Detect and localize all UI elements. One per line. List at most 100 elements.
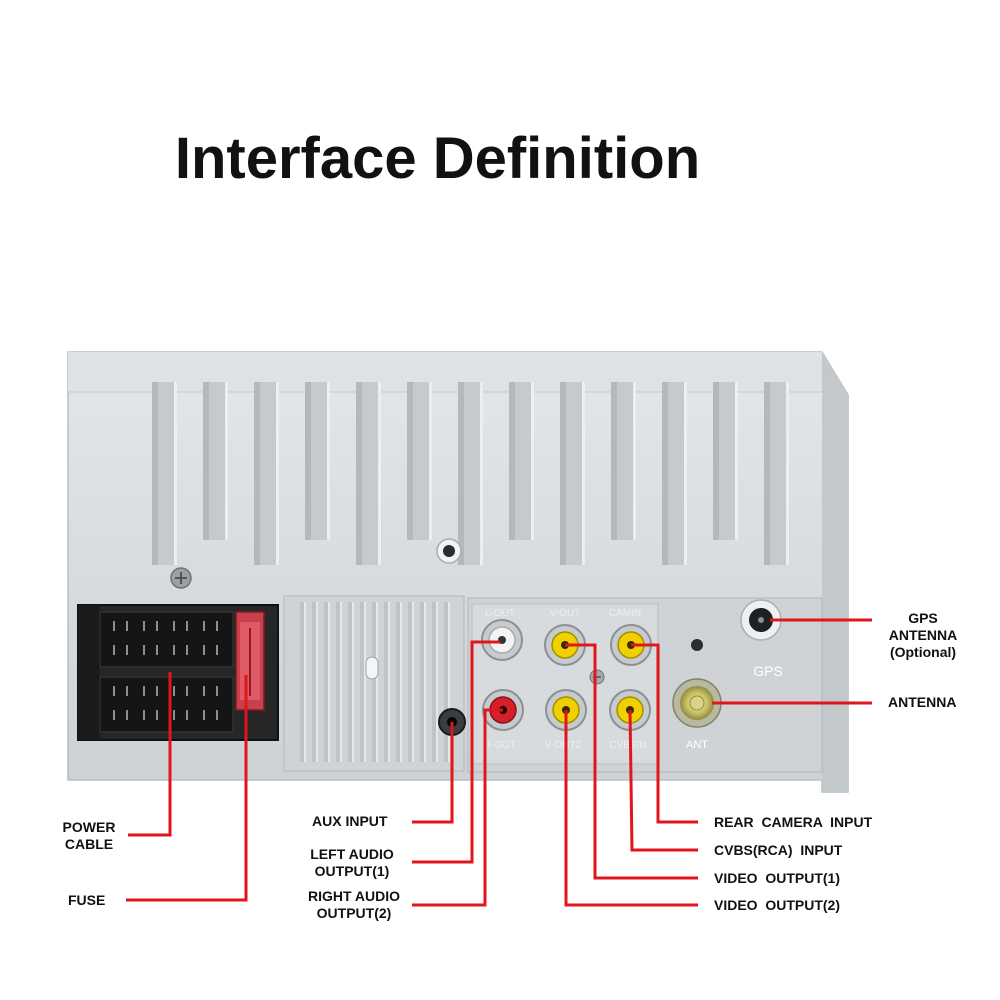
fin-highlight — [225, 382, 228, 540]
connector-pin — [126, 621, 128, 631]
fin-shadow — [254, 382, 260, 565]
vent-slot-highlight — [352, 602, 354, 762]
fin-highlight — [480, 382, 483, 565]
connector-pin — [143, 710, 145, 720]
fin-shadow — [152, 382, 158, 565]
connector-pin — [156, 645, 158, 655]
label-video-output-2: VIDEO OUTPUT(2) — [714, 897, 841, 913]
rca-jack-cam-in — [610, 624, 652, 666]
vent-slot — [396, 602, 400, 762]
leader-video-1 — [565, 643, 698, 880]
connector-pin — [216, 686, 218, 696]
label-power-cable: POWER CABLE — [62, 819, 116, 852]
label-left-audio: LEFT AUDIO OUTPUT(1) — [310, 846, 394, 879]
connector-pin — [173, 710, 175, 720]
fin-highlight — [531, 382, 534, 540]
vent-slot-highlight — [424, 602, 426, 762]
leader-rear-camera — [631, 643, 698, 824]
vent-slot-highlight — [388, 602, 390, 762]
vent-slot-highlight — [400, 602, 402, 762]
vent-slot — [420, 602, 424, 762]
label-gps-antenna: GPS ANTENNA (Optional) — [888, 610, 958, 660]
label-video-output-1: VIDEO OUTPUT(1) — [714, 870, 841, 886]
leader-power-cable — [128, 672, 172, 837]
vent-slot — [372, 602, 376, 762]
fin-shadow — [458, 382, 464, 565]
gps-connector-icon — [740, 599, 782, 641]
vent-slot — [324, 602, 328, 762]
fin-highlight — [633, 382, 636, 540]
connector-pin — [216, 710, 218, 720]
connector-pin — [143, 645, 145, 655]
leader-aux — [412, 722, 454, 824]
fin-highlight — [378, 382, 381, 565]
fin-shadow — [713, 382, 719, 540]
fin-highlight — [684, 382, 687, 565]
connector-pin — [216, 621, 218, 631]
leader-lines — [126, 618, 872, 907]
vent-slot — [384, 602, 388, 762]
fin-highlight — [429, 382, 432, 540]
connector-pin — [156, 686, 158, 696]
connector-pin — [186, 686, 188, 696]
port-label-r-out: R-OUT — [484, 740, 516, 751]
fin-highlight — [582, 382, 585, 565]
vent-slot-highlight — [412, 602, 414, 762]
label-antenna: ANTENNA — [888, 694, 957, 710]
vent-slot-highlight — [376, 602, 378, 762]
fuse-icon — [235, 611, 265, 711]
port-label-ant: ANT — [686, 739, 708, 751]
connector-pin — [113, 645, 115, 655]
connector-pin — [113, 710, 115, 720]
label-rear-camera: REAR CAMERA INPUT — [714, 814, 873, 830]
connector-pin — [186, 621, 188, 631]
connector-pin — [203, 686, 205, 696]
fin-shadow — [662, 382, 668, 565]
vent-slot-highlight — [340, 602, 342, 762]
leader-right-audio — [412, 708, 503, 907]
connector-pin — [203, 645, 205, 655]
connector-pin — [216, 645, 218, 655]
fin-highlight — [174, 382, 177, 565]
vent-slot-highlight — [316, 602, 318, 762]
port-label-cam-in: CAMIN — [609, 608, 641, 619]
vent-slot-highlight — [364, 602, 366, 762]
vent-slot — [336, 602, 340, 762]
connector-pin — [203, 621, 205, 631]
label-aux-input: AUX INPUT — [312, 813, 388, 829]
connector-pin — [143, 686, 145, 696]
vent-slot — [432, 602, 436, 762]
connector-pin — [126, 710, 128, 720]
vent-slot-highlight — [304, 602, 306, 762]
leader-cvbs — [628, 709, 698, 852]
small-hole-icon — [691, 639, 703, 651]
fin-shadow — [560, 382, 566, 565]
connector-pin — [126, 686, 128, 696]
connector-pin — [113, 686, 115, 696]
connector-pin — [173, 645, 175, 655]
label-right-audio: RIGHT AUDIO OUTPUT(2) — [307, 888, 401, 921]
port-label-v-out2: V-OUT2 — [545, 740, 582, 751]
heat-sink-fins — [152, 382, 789, 565]
mount-hole-icon — [436, 538, 462, 564]
fin-shadow — [509, 382, 515, 540]
fin-shadow — [203, 382, 209, 540]
vent-slot — [444, 602, 448, 762]
antenna-connector-icon — [672, 678, 722, 728]
connector-pin — [203, 710, 205, 720]
connector-pin — [173, 686, 175, 696]
leader-left-audio — [412, 640, 500, 864]
fin-highlight — [276, 382, 279, 565]
vent-slot-highlight — [436, 602, 438, 762]
fin-shadow — [611, 382, 617, 540]
ground-screw-icon — [589, 669, 605, 685]
fin-highlight — [735, 382, 738, 540]
leader-video-2 — [564, 710, 698, 907]
fin-shadow — [764, 382, 770, 565]
port-label-gps: GPS — [753, 663, 783, 679]
screw-icon — [170, 567, 192, 589]
vent-slot-highlight — [448, 602, 450, 762]
connector-pin — [113, 621, 115, 631]
rca-jack-l-out — [481, 619, 523, 661]
